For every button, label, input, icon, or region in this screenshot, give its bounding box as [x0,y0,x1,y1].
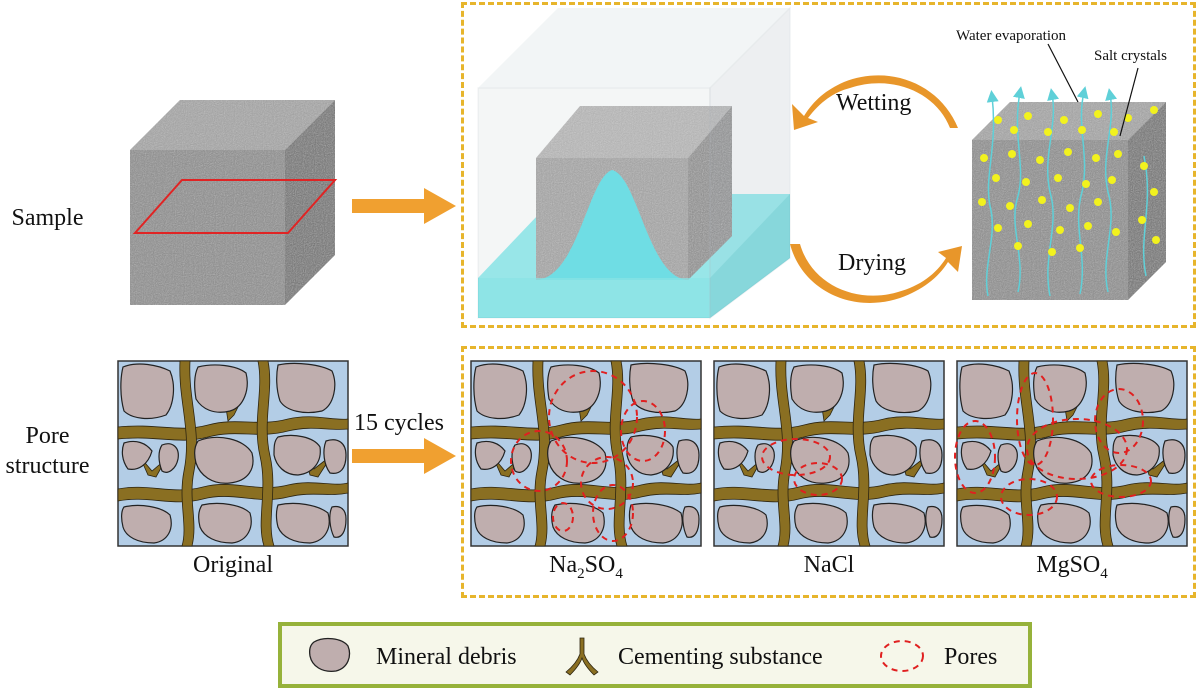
arrow-to-process [352,188,456,224]
wetting-arrow [792,75,958,130]
cementing-substance-icon [565,637,599,676]
pore-tile-mgso4 [954,360,1188,547]
row-label-sample: Sample [11,205,84,231]
process-box [461,2,1196,328]
row-label-pore-2: structure [5,453,90,479]
pore-tile-nacl [713,360,945,547]
mineral-debris-icon [308,637,351,672]
water-evaporation-label: Water evaporation [956,28,1066,44]
cycles-label: 15 cycles [354,410,444,436]
caption-nacl: NaCl [803,552,855,578]
pore-ring-icon [880,640,924,672]
arrow-cycles [352,438,456,474]
pore-tile-na2so4 [470,360,702,547]
salt-crystals-label: Salt crystals [1094,48,1167,64]
sample-cube [130,100,338,305]
salt-cube [972,43,1166,300]
row-label-pore-1: Pore [25,423,70,449]
caption-na2so4-base1: Na [549,552,578,578]
salt-results-box [461,346,1196,598]
caption-mgso4-sub: 4 [1100,565,1108,582]
caption-na2so4-sub1: 2 [577,565,585,582]
legend-cement-label: Cementing substance [618,644,823,670]
wetting-label: Wetting [836,90,912,116]
drying-arrow [790,244,962,303]
legend-mineral-label: Mineral debris [376,644,517,670]
pore-tile-original [117,360,349,547]
drying-label: Drying [838,250,906,276]
legend: Mineral debris Cementing substance Pores [278,622,1032,688]
caption-na2so4: Na2SO4 [466,552,706,583]
caption-mgso4-base: MgSO [1036,552,1101,578]
section-plane [132,179,338,234]
caption-na2so4-base2: SO [584,552,616,578]
legend-pores-label: Pores [944,644,998,670]
immersion-tank [477,6,791,320]
caption-mgso4: MgSO4 [952,552,1192,583]
caption-na2so4-sub2: 4 [615,565,623,582]
caption-original: Original [193,552,273,578]
